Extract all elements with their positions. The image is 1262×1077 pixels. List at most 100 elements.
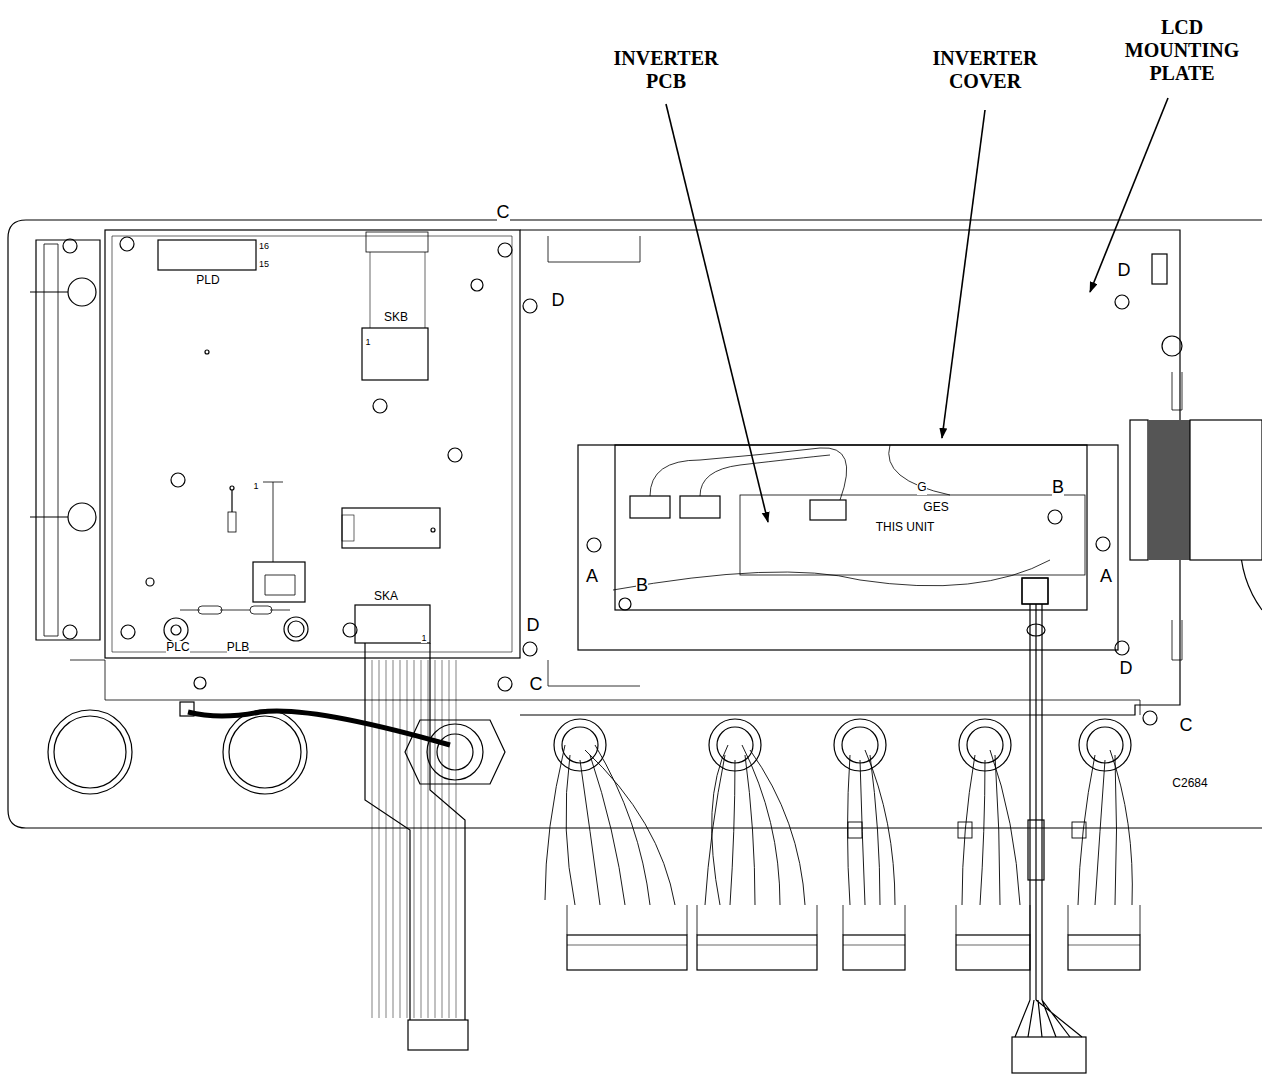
round-connectors-part — [967, 727, 1003, 763]
main-pcb-part — [146, 578, 154, 586]
main-pcb-part — [44, 244, 58, 636]
fixing-letter: C — [1180, 715, 1193, 736]
bottom-holes — [48, 702, 505, 794]
ribbon-cable-part — [365, 643, 465, 1020]
fixing-letter: C — [530, 674, 543, 695]
inverter-harness-part — [1022, 578, 1048, 604]
drawing-number: C2684 — [1172, 777, 1207, 791]
bottom-holes-part — [437, 734, 473, 770]
wire-plugs-part — [1068, 945, 1140, 946]
wire-plugs-part — [697, 935, 817, 970]
inverter-harness-part — [1015, 1000, 1082, 1037]
fixing-letter: D — [1120, 658, 1133, 679]
warning-text: G — [917, 481, 926, 495]
round-connectors-part — [1087, 727, 1123, 763]
wire-plugs-part — [956, 935, 1030, 970]
inverter-pcb-part — [1022, 578, 1048, 604]
bottom-holes-part — [180, 702, 194, 716]
wire-plugs-part — [567, 905, 1140, 935]
round-connectors-part — [842, 727, 878, 763]
lcd-mounting-plate-part — [1115, 295, 1129, 309]
inverter-pcb-part — [615, 445, 1087, 610]
bottom-holes-part — [405, 720, 505, 784]
lcd-mounting-plate — [498, 230, 1262, 725]
main-pcb-part — [68, 503, 96, 531]
main-pcb-part — [194, 677, 206, 689]
wire-plugs-part — [843, 935, 905, 970]
main-pcb-part — [263, 482, 295, 595]
bottom-holes-part — [54, 716, 126, 788]
main-pcb-part — [205, 350, 209, 354]
main-pcb — [30, 230, 1140, 715]
fixing-letter: C — [497, 202, 510, 223]
inverter-harness-part — [1012, 1037, 1086, 1073]
lcd-mounting-plate-part — [520, 230, 1180, 715]
connector-name: PLD — [196, 274, 219, 288]
lcd-mounting-plate-part — [1115, 641, 1129, 655]
inverter-pcb-part — [700, 455, 830, 496]
connector-name: PLB — [227, 641, 250, 655]
fixing-letter: A — [1100, 566, 1112, 587]
leader-lines-part — [1090, 98, 1168, 292]
lcd-mounting-plate-part — [523, 642, 537, 656]
inverter-cover-part — [587, 538, 601, 552]
inverter-pcb-part — [630, 496, 670, 518]
fixing-letter: B — [636, 575, 648, 596]
twisted-wires-part — [958, 822, 972, 838]
connector-name: SKA — [374, 590, 398, 604]
wire-plugs-part — [697, 945, 817, 946]
wire-plugs — [567, 905, 1140, 970]
main-pcb-part — [373, 399, 387, 413]
inverter-pcb-part — [613, 560, 1050, 590]
twisted-wires-part — [848, 822, 862, 838]
fixing-letter: B — [1052, 477, 1064, 498]
inverter-pcb-part — [1048, 510, 1062, 524]
pin-number: 16 — [259, 241, 269, 251]
warning-text: GES — [923, 501, 948, 515]
main-pcb-part — [198, 606, 222, 614]
wire-plugs-part — [843, 945, 905, 946]
inverter-harness-part — [1027, 624, 1045, 636]
main-pcb-part — [343, 623, 357, 637]
main-pcb-part — [112, 236, 512, 652]
main-pcb-part — [36, 240, 100, 640]
inverter-pcb — [613, 445, 1087, 610]
leader-lines-part — [666, 104, 768, 522]
main-pcb-part — [228, 512, 236, 532]
inverter-pcb-part — [680, 496, 720, 518]
fixing-letter: D — [552, 290, 565, 311]
twisted-wires — [545, 745, 1132, 905]
lcd-mounting-plate-part — [1162, 336, 1182, 356]
pin-number: 15 — [259, 259, 269, 269]
connector-name: SKB — [384, 311, 408, 325]
ribbon-cable-part — [408, 1020, 468, 1050]
main-pcb-part — [171, 473, 185, 487]
lcd-mounting-plate-part — [523, 299, 537, 313]
round-connectors — [554, 719, 1131, 771]
warning-text: THIS UNIT — [876, 521, 935, 535]
inverter-pcb-part — [650, 448, 847, 500]
inverter-pcb-part — [810, 500, 846, 520]
pin-number: 1 — [365, 337, 370, 347]
main-pcb-part — [253, 562, 305, 602]
main-pcb-part — [231, 490, 232, 512]
bottom-holes-part — [188, 711, 450, 745]
bottom-holes-part — [229, 716, 301, 788]
main-pcb-part — [362, 328, 428, 380]
main-pcb-part — [250, 606, 272, 614]
wire-plugs-part — [1068, 935, 1140, 970]
main-pcb-part — [70, 660, 1140, 715]
lcd-mounting-plate-part — [548, 236, 640, 686]
main-pcb-part — [180, 610, 290, 611]
twisted-wires-part — [848, 750, 896, 905]
fixing-letter: D — [1118, 260, 1131, 281]
main-pcb-part — [120, 237, 134, 251]
bottom-holes-part — [427, 724, 483, 780]
main-pcb-part — [431, 528, 435, 532]
twisted-wires-part — [1072, 822, 1086, 838]
part-callout: INVERTER PCB — [600, 47, 732, 93]
inverter-cover-part — [1096, 537, 1110, 551]
lcd-mounting-plate-part — [1152, 254, 1167, 284]
main-pcb-part — [471, 279, 483, 291]
